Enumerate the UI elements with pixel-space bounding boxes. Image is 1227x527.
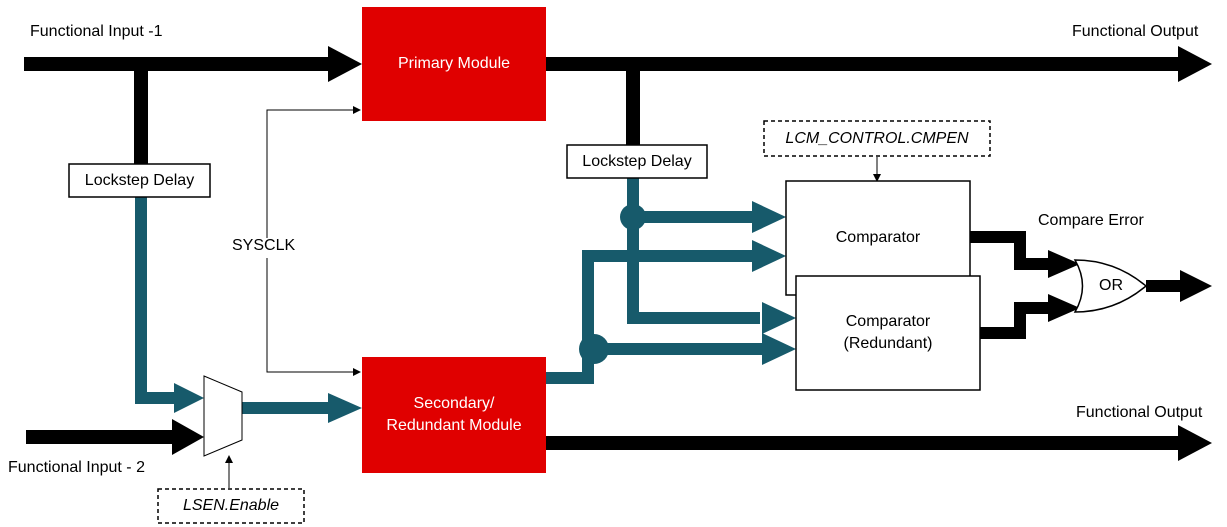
lsen-enable-text: LSEN.Enable [182, 497, 280, 514]
sysclk-line-bottom [266, 258, 361, 376]
functional-output-bottom-label: Functional Output [1076, 404, 1203, 421]
primary-module-label: Primary Module [362, 7, 546, 121]
arrow-or-output [1180, 270, 1212, 302]
lockstep-delay-right-box [566, 144, 708, 179]
lockstep-delay-left-label: Lockstep Delay [69, 164, 210, 197]
arrow-teal-comp-1 [752, 201, 786, 233]
lockstep-delay-left-text: Lockstep Delay [84, 171, 195, 189]
compare-error-label: Compare Error [1038, 212, 1144, 229]
comparator-text: Comparator [835, 229, 921, 246]
arrow-input-1 [328, 46, 362, 82]
arrow-input-2 [172, 419, 204, 455]
arrow-teal-comp-2 [752, 240, 786, 272]
comparator-redundant-line2: (Redundant) [843, 335, 933, 352]
comparator-redundant-label: Comparator (Redundant) [796, 276, 980, 390]
teal-delayed-input [135, 196, 178, 404]
secondary-module-box [362, 357, 546, 473]
or-gate-label: OR [1084, 272, 1138, 300]
secondary-module-line2: Redundant Module [386, 417, 522, 434]
sysclk-line-top [266, 106, 361, 238]
arrow-output-bottom [1178, 425, 1212, 461]
teal-delayed-primary [627, 178, 760, 324]
arrow-output-top [1178, 46, 1212, 82]
primary-module-box [362, 7, 546, 121]
or-gate-text: OR [1099, 277, 1123, 294]
secondary-module-line1: Secondary/ [413, 395, 495, 412]
teal-buses [135, 178, 768, 414]
lsen-enable-box [157, 488, 305, 524]
comparator-redundant-box [795, 275, 981, 391]
error-bus-2 [980, 302, 1052, 339]
functional-input-1-label: Functional Input -1 [30, 23, 163, 40]
teal-junction-bottom [579, 334, 609, 364]
error-bus-1 [970, 231, 1052, 270]
functional-input-2-label: Functional Input - 2 [8, 459, 145, 476]
arrow-teal-redundant-2 [762, 333, 796, 365]
lcm-control-text: LCM_CONTROL.CMPEN [785, 129, 969, 147]
secondary-module-label: Secondary/ Redundant Module [362, 357, 546, 473]
primary-module-text: Primary Module [397, 55, 511, 72]
teal-junction-top [620, 204, 646, 230]
lockstep-delay-right-text: Lockstep Delay [582, 152, 692, 170]
arrow-teal-mux-in [174, 383, 204, 413]
lockstep-delay-left-box [68, 163, 211, 198]
comparator-redundant-line1: Comparator [845, 313, 931, 330]
arrow-teal-redundant-1 [762, 302, 796, 334]
or-gate-shape [1073, 259, 1148, 313]
sysclk-label: SYSCLK [232, 237, 296, 254]
comparator-label: Comparator [786, 181, 970, 295]
teal-secondary-out [546, 250, 760, 384]
arrow-error-2 [1048, 294, 1080, 322]
mux-shape [203, 375, 243, 457]
lcm-control-box [763, 120, 991, 157]
lsen-enable-label: LSEN.Enable [158, 489, 304, 523]
arrow-error-1 [1048, 250, 1080, 278]
functional-output-top-label: Functional Output [1072, 23, 1199, 40]
arrow-teal-secondary-in [328, 393, 362, 423]
teal-arrowheads [174, 201, 796, 423]
lcm-control-label: LCM_CONTROL.CMPEN [764, 121, 990, 156]
lockstep-delay-right-label: Lockstep Delay [567, 145, 707, 178]
